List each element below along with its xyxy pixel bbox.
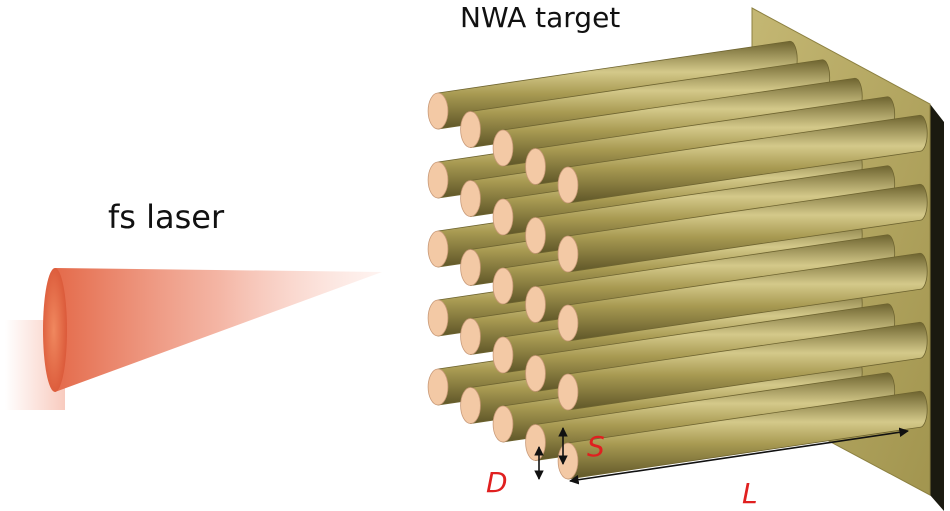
nanowire-tip bbox=[427, 299, 449, 337]
nanowire-tip bbox=[557, 304, 579, 342]
nanowire-tip bbox=[427, 161, 449, 199]
nanowire-tip bbox=[557, 166, 579, 204]
nanowire-tip bbox=[557, 373, 579, 411]
nanowire-tip bbox=[557, 235, 579, 273]
target-label: NWA target bbox=[460, 1, 620, 34]
nanowire bbox=[557, 321, 928, 411]
plate-edge bbox=[930, 104, 944, 511]
nanowire-body bbox=[567, 321, 928, 411]
laser-cone-base bbox=[43, 268, 67, 392]
nanowire-tip bbox=[525, 424, 546, 461]
nanowire bbox=[557, 252, 928, 342]
nanowire-tip bbox=[460, 111, 481, 148]
nanowire-tip bbox=[492, 129, 514, 167]
nanowire-tip bbox=[492, 336, 514, 374]
nanowire bbox=[557, 114, 928, 204]
nanowire-tip bbox=[525, 355, 546, 392]
dimension-markers bbox=[534, 427, 909, 485]
nanowire-tip bbox=[460, 318, 481, 355]
nanowire-tip bbox=[460, 180, 481, 217]
nanowire-tip bbox=[427, 92, 449, 130]
nanowire-tip bbox=[460, 249, 481, 286]
nanowire-tip bbox=[427, 230, 449, 268]
nanowire-tip bbox=[492, 267, 514, 305]
nanowire-body bbox=[567, 183, 928, 273]
laser-label: fs laser bbox=[108, 198, 225, 236]
laser-beam bbox=[5, 268, 382, 410]
nanowire-tip bbox=[557, 442, 579, 480]
nanowire bbox=[557, 183, 928, 273]
nanowire-body bbox=[567, 114, 928, 204]
length-label: L bbox=[742, 477, 758, 510]
nanowire-body bbox=[567, 252, 928, 342]
nanowire-tip bbox=[460, 387, 481, 424]
nanowire-tip bbox=[492, 405, 514, 443]
laser-cone bbox=[55, 268, 382, 392]
nanowire-tip bbox=[525, 148, 546, 185]
diameter-label: D bbox=[486, 466, 508, 499]
nanowire-tip bbox=[525, 286, 546, 323]
nanowire-tip bbox=[427, 368, 449, 406]
nanowire-tip bbox=[525, 217, 546, 254]
length-arrow bbox=[569, 427, 909, 485]
nanowire-array bbox=[427, 40, 928, 480]
spacing-label: S bbox=[587, 430, 605, 463]
nanowire-tip bbox=[492, 198, 514, 236]
